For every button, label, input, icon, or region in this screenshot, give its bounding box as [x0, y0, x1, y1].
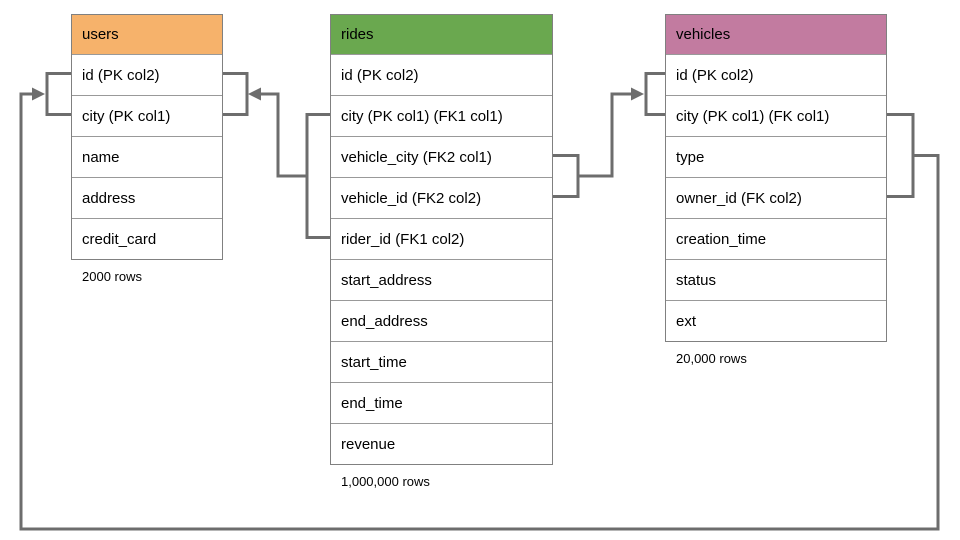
connector-vehicles-to-users [19, 72, 940, 531]
table-row: rider_id (FK1 col2) [331, 218, 552, 259]
table-row: city (PK col1) [72, 95, 222, 136]
table-row: id (PK col2) [666, 54, 886, 95]
rides-left-bracket [305, 113, 330, 239]
table-users: users id (PK col2) city (PK col1) name a… [71, 14, 223, 284]
connector-line [578, 92, 632, 178]
rides-right-bracket [553, 154, 580, 198]
table-row: end_time [331, 382, 552, 423]
table-row: city (PK col1) (FK1 col1) [331, 95, 552, 136]
table-users-rowcount: 2000 rows [82, 269, 142, 284]
table-row: owner_id (FK col2) [666, 177, 886, 218]
table-row: address [72, 177, 222, 218]
table-row: vehicle_id (FK2 col2) [331, 177, 552, 218]
arrowhead-right-icon [32, 87, 45, 101]
table-row: credit_card [72, 218, 222, 259]
vehicles-left-bracket [644, 72, 665, 116]
table-rides: rides id (PK col2) city (PK col1) (FK1 c… [330, 14, 553, 489]
connector-line [260, 92, 307, 178]
table-row: ext [666, 300, 886, 341]
table-row: vehicle_city (FK2 col1) [331, 136, 552, 177]
arrowhead-right-icon [631, 87, 644, 101]
table-vehicles: vehicles id (PK col2) city (PK col1) (FK… [665, 14, 887, 366]
table-row: start_address [331, 259, 552, 300]
table-users-box: users id (PK col2) city (PK col1) name a… [71, 14, 223, 260]
table-row: city (PK col1) (FK col1) [666, 95, 886, 136]
table-row: revenue [331, 423, 552, 464]
table-vehicles-box: vehicles id (PK col2) city (PK col1) (FK… [665, 14, 887, 342]
table-row: end_address [331, 300, 552, 341]
arrowhead-left-icon [248, 87, 261, 101]
users-left-bracket [45, 72, 71, 116]
table-row: start_time [331, 341, 552, 382]
table-vehicles-header: vehicles [666, 15, 886, 54]
table-rides-rowcount: 1,000,000 rows [341, 474, 430, 489]
table-vehicles-rowcount: 20,000 rows [676, 351, 747, 366]
table-users-header: users [72, 15, 222, 54]
table-row: name [72, 136, 222, 177]
table-rides-header: rides [331, 15, 552, 54]
users-right-bracket [223, 72, 249, 116]
table-row: status [666, 259, 886, 300]
connector-line [19, 92, 940, 531]
table-row: id (PK col2) [72, 54, 222, 95]
table-rides-box: rides id (PK col2) city (PK col1) (FK1 c… [330, 14, 553, 465]
table-row: type [666, 136, 886, 177]
table-row: creation_time [666, 218, 886, 259]
table-row: id (PK col2) [331, 54, 552, 95]
connector-rides-to-vehicles [553, 72, 665, 198]
connector-rides-to-users [223, 72, 330, 239]
vehicles-right-bracket [887, 113, 915, 198]
